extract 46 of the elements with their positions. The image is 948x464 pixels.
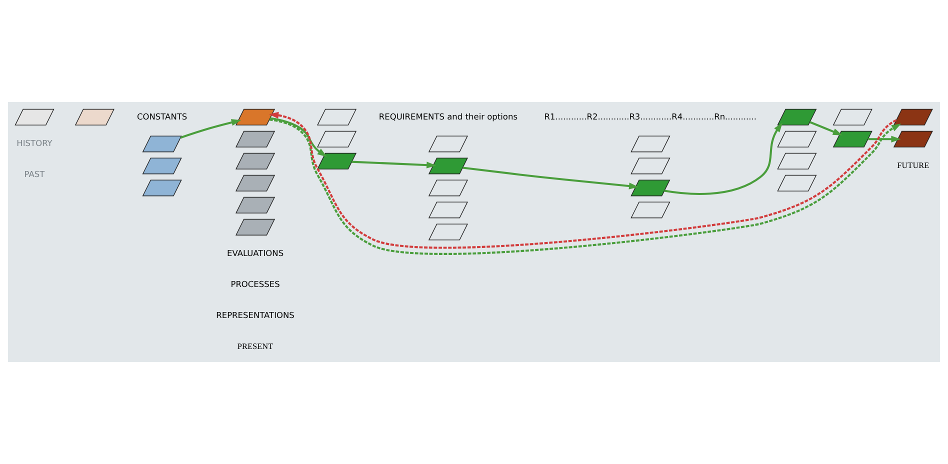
node-parallelogram: [74, 108, 114, 126]
node-parallelogram: [832, 108, 872, 126]
label: PROCESSES: [230, 279, 280, 290]
node-parallelogram: [316, 130, 357, 148]
node-parallelogram: [428, 136, 468, 152]
arrow: [270, 117, 328, 157]
node-parallelogram: [630, 202, 670, 218]
node-parallelogram: [235, 108, 276, 126]
node-parallelogram: [777, 108, 817, 126]
node-parallelogram: [142, 136, 182, 152]
node-parallelogram: [142, 158, 182, 174]
node-parallelogram: [777, 130, 817, 148]
node-parallelogram: [893, 130, 933, 148]
arrow: [352, 160, 436, 168]
node-parallelogram: [235, 174, 276, 192]
label: REPRESENTATIONS: [216, 310, 294, 320]
label: CONSTANTS: [137, 111, 188, 122]
label: PAST: [24, 169, 45, 180]
node-parallelogram: [428, 158, 468, 174]
label: HISTORY: [16, 138, 52, 148]
node-parallelogram: [777, 152, 817, 170]
node-parallelogram: [316, 152, 357, 170]
node-parallelogram: [428, 180, 468, 196]
label: R1............R2............R3............R4............Rn............: [544, 111, 757, 122]
node-parallelogram: [316, 108, 357, 126]
node-parallelogram: [630, 180, 670, 196]
arrow: [810, 121, 843, 136]
arrow: [868, 136, 901, 143]
node-parallelogram: [428, 224, 468, 240]
arrow: [462, 166, 639, 190]
node-parallelogram: [235, 196, 276, 214]
node-parallelogram: [893, 108, 933, 126]
node-parallelogram: [777, 174, 817, 192]
node-parallelogram: [428, 202, 468, 218]
arrow: [664, 122, 783, 195]
arrow: [180, 119, 242, 139]
node-parallelogram: [235, 152, 276, 170]
node-parallelogram: [14, 108, 54, 126]
node-parallelogram: [630, 136, 670, 152]
label: EVALUATIONS: [226, 248, 284, 258]
node-parallelogram: [630, 158, 670, 174]
node-parallelogram: [142, 180, 182, 196]
node-parallelogram: [235, 218, 276, 236]
node-parallelogram: [832, 130, 872, 148]
node-parallelogram: [235, 130, 276, 148]
label: REQUIREMENTS and their options: [378, 111, 518, 122]
